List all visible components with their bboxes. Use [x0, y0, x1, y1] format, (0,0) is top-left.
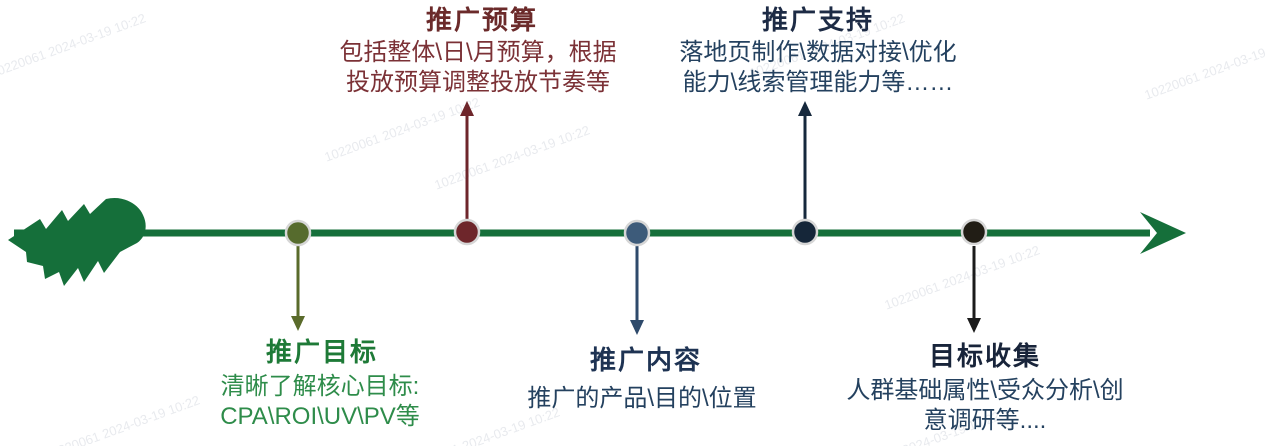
- timeline-arrowhead-icon: [1140, 212, 1186, 254]
- milestone-title: 推广目标: [265, 337, 379, 367]
- milestone-collect-desc: 人群基础属性\受众分析\创 意调研等....: [846, 376, 1123, 436]
- connector-collect-arrowhead-icon: [967, 318, 981, 333]
- milestone-body: 推广的产品\目的\位置: [527, 385, 757, 412]
- milestone-content-desc: 推广的产品\目的\位置: [527, 384, 756, 414]
- milestone-content-label: 推广内容: [590, 344, 702, 376]
- milestone-dot-content: [623, 219, 651, 247]
- milestone-goal-desc: 清晰了解核心目标: CPA\ROI\UV\PV等: [220, 372, 420, 432]
- milestone-collect-label: 目标收集: [929, 340, 1041, 372]
- milestone-goal-label: 推广目标: [266, 336, 378, 368]
- milestone-budget-desc: 包括整体\日\月预算，根据 投放预算调整投放节奏等: [339, 38, 616, 98]
- milestone-support-desc: 落地页制作\数据对接\优化 能力\线索管理能力等……: [679, 38, 956, 98]
- milestone-title: 目标收集: [928, 341, 1042, 371]
- milestone-dot-collect: [960, 218, 988, 246]
- milestone-budget-label: 推广预算: [426, 4, 538, 36]
- milestone-title: 推广内容: [589, 345, 703, 375]
- milestone-title: 推广预算: [425, 5, 539, 35]
- milestone-body: 人群基础属性\受众分析\创 意调研等....: [846, 377, 1124, 434]
- connector-content-arrowhead-icon: [630, 320, 644, 335]
- milestone-body: 落地页制作\数据对接\优化 能力\线索管理能力等……: [679, 39, 957, 96]
- milestone-body: 清晰了解核心目标: CPA\ROI\UV\PV等: [220, 373, 420, 430]
- milestone-dot-budget: [453, 218, 481, 246]
- milestone-dot-support: [791, 218, 819, 246]
- milestone-support-label: 推广支持: [762, 4, 874, 36]
- connector-goal-arrowhead-icon: [291, 316, 305, 331]
- milestone-body: 包括整体\日\月预算，根据 投放预算调整投放节奏等: [339, 39, 617, 96]
- milestone-title: 推广支持: [761, 5, 875, 35]
- connector-budget-arrowhead-icon: [460, 101, 474, 116]
- feather-fletching-icon: [8, 197, 146, 286]
- connector-support-arrowhead-icon: [798, 101, 812, 116]
- milestone-dot-goal: [284, 219, 312, 247]
